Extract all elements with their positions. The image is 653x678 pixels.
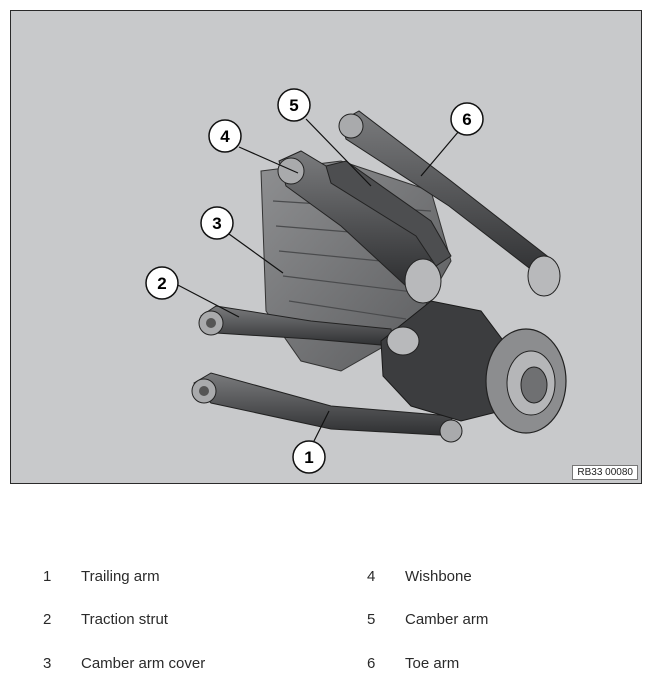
camber-arm	[325, 160, 452, 267]
legend-number: 2	[43, 611, 52, 628]
legend-number: 6	[367, 655, 376, 672]
trailing-arm	[191, 372, 463, 443]
legend-number: 4	[367, 568, 376, 585]
wishbone	[277, 150, 442, 304]
traction-strut	[198, 305, 394, 347]
callout-4-label: 4	[220, 127, 230, 146]
callout-5: 5	[277, 88, 311, 122]
legend-label: Camber arm cover	[81, 655, 206, 672]
legend-number: 3	[43, 655, 52, 672]
wheel-hub	[380, 300, 567, 434]
callout-1-label: 1	[304, 448, 313, 467]
legend-label: Camber arm	[405, 611, 489, 628]
toe-arm	[338, 110, 561, 297]
figure-reference-code: RB33 00080	[572, 465, 638, 480]
legend-label: Trailing arm	[81, 568, 160, 585]
callout-3: 3	[200, 206, 234, 240]
callout-1: 1	[292, 440, 326, 474]
legend-label: Toe arm	[405, 655, 460, 672]
legend-label: Traction strut	[81, 611, 168, 628]
callout-6-label: 6	[462, 110, 471, 129]
legend-number: 1	[43, 568, 52, 585]
legend-label: Wishbone	[405, 568, 472, 585]
callout-2-label: 2	[157, 274, 166, 293]
callout-3-label: 3	[212, 214, 221, 233]
callout-2: 2	[145, 266, 179, 300]
callout-6: 6	[450, 102, 484, 136]
legend-number: 5	[367, 611, 376, 628]
suspension-illustration: 1 2 3 4 5 6	[145, 88, 567, 474]
suspension-diagram: 1 2 3 4 5 6 RB33 00080	[10, 10, 642, 484]
callout-5-label: 5	[289, 96, 298, 115]
callout-4: 4	[208, 119, 242, 153]
